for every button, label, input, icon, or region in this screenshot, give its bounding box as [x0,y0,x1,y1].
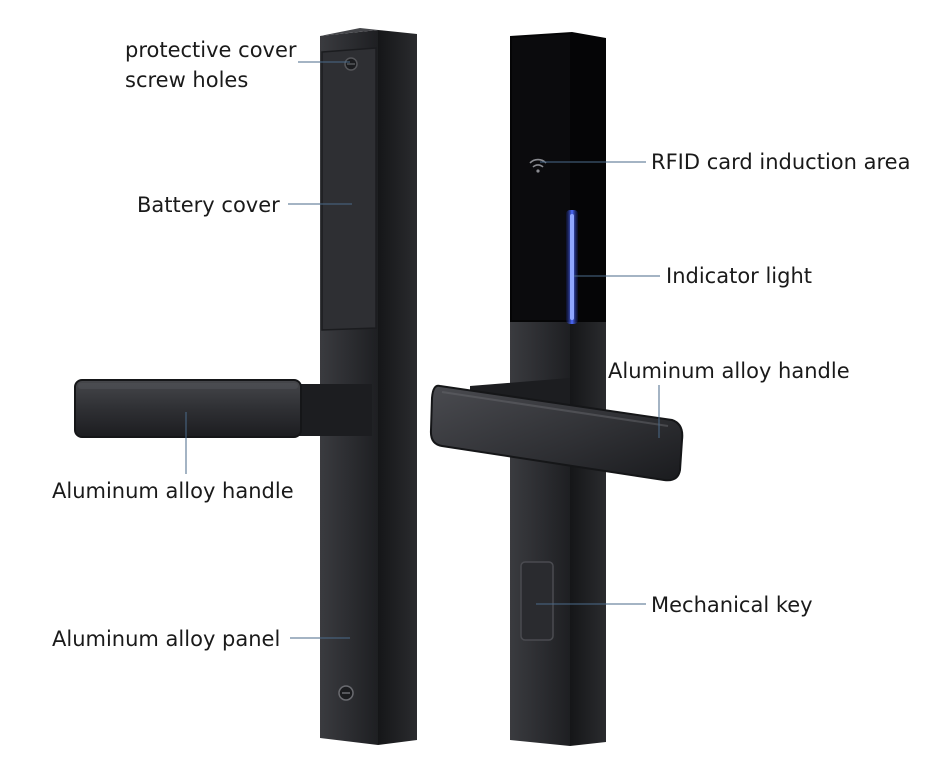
screw-icon [338,685,354,701]
right-handle [429,384,684,482]
label-mechanical-key: Mechanical key [651,593,813,617]
label-panel: Aluminum alloy panel [52,627,281,651]
screw-icon [344,57,358,71]
left-lock-top [320,28,417,36]
label-screw-holes: screw holes [125,68,249,92]
left-handle [74,379,302,438]
label-rfid-area: RFID card induction area [651,150,911,174]
battery-cover [321,47,377,331]
label-protective-cover: protective cover [125,38,297,62]
left-lock-side [378,30,417,745]
left-handle-neck [290,384,372,436]
left-lock [74,28,417,745]
label-battery-cover: Battery cover [137,193,280,217]
keyhole-cover-icon [520,561,554,641]
label-left-handle: Aluminum alloy handle [52,479,294,503]
right-lock [429,32,684,746]
label-right-handle: Aluminum alloy handle [608,359,850,383]
label-indicator-light: Indicator light [666,264,813,288]
leader-lines [185,61,660,639]
